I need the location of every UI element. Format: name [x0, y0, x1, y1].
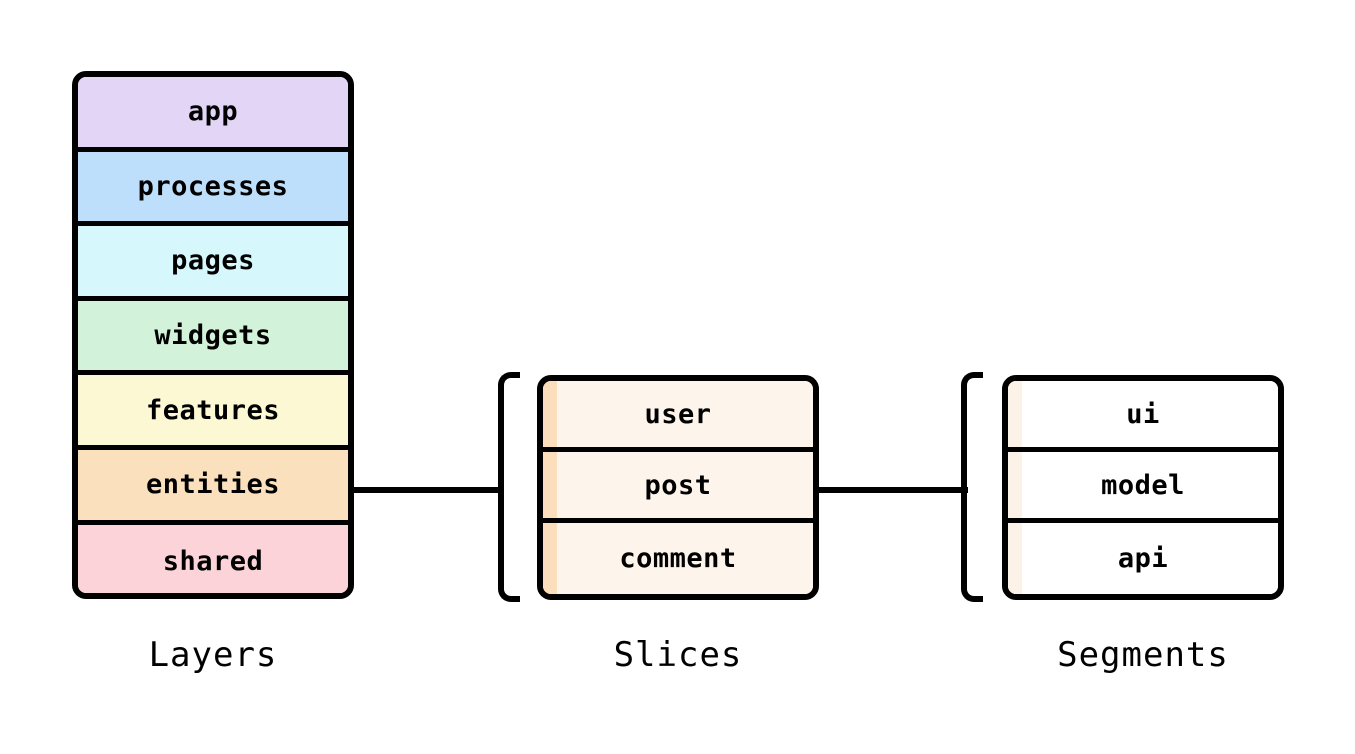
segment-row-api[interactable]: api [1008, 523, 1278, 594]
slice-row-comment[interactable]: comment [543, 523, 813, 594]
column-caption-slices: Slices [613, 635, 743, 675]
layers-stack: app processes pages widgets features ent… [72, 71, 354, 599]
column-caption-segments: Segments [1057, 635, 1229, 675]
slice-label-comment: comment [619, 543, 737, 574]
slice-row-user[interactable]: user [543, 381, 813, 452]
layer-label-shared: shared [162, 546, 264, 578]
segment-label-api: api [1117, 543, 1169, 574]
layer-row-widgets[interactable]: widgets [78, 300, 348, 376]
row-stripe [1008, 452, 1022, 518]
segments-stack: ui model api [1002, 375, 1284, 600]
layer-row-entities[interactable]: entities [78, 449, 348, 525]
segment-row-model[interactable]: model [1008, 452, 1278, 523]
layer-row-processes[interactable]: processes [78, 151, 348, 227]
layer-label-entities: entities [145, 469, 281, 501]
column-caption-layers: Layers [148, 635, 278, 675]
layer-row-features[interactable]: features [78, 375, 348, 450]
segment-row-ui[interactable]: ui [1008, 381, 1278, 452]
layer-label-processes: processes [137, 170, 289, 202]
row-stripe [543, 381, 557, 447]
slice-label-post: post [644, 469, 712, 501]
row-stripe [543, 452, 557, 518]
slice-label-user: user [644, 398, 712, 430]
connector-entities-to-slices [354, 487, 504, 493]
layer-row-shared[interactable]: shared [78, 524, 348, 593]
row-stripe [543, 523, 557, 594]
segments-bracket [961, 372, 983, 602]
slices-stack: user post comment [537, 375, 819, 600]
layer-label-features: features [145, 394, 281, 426]
layer-row-pages[interactable]: pages [78, 226, 348, 301]
slice-row-post[interactable]: post [543, 452, 813, 523]
layer-label-pages: pages [171, 245, 255, 277]
segment-label-ui: ui [1126, 398, 1160, 430]
layer-label-app: app [187, 96, 239, 128]
layer-label-widgets: widgets [154, 320, 272, 352]
row-stripe [1008, 381, 1022, 447]
row-stripe [1008, 523, 1022, 594]
layer-row-app[interactable]: app [78, 77, 348, 152]
segment-label-model: model [1101, 469, 1185, 501]
connector-post-to-segments [818, 487, 968, 493]
slices-bracket [498, 372, 520, 602]
